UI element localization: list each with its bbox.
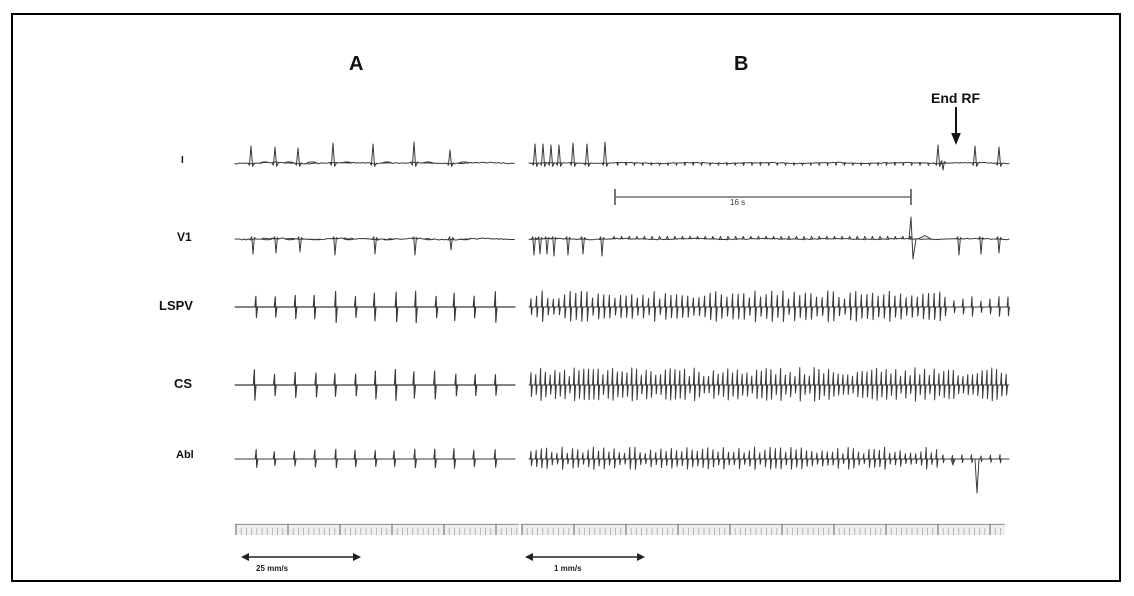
lead-label-abl: Abl: [176, 449, 194, 461]
sweep-speed-label-panel-a: 25 mm/s: [256, 564, 289, 573]
lead-label-i: I: [181, 155, 184, 166]
sweep-speed-label-panel-b: 1 mm/s: [554, 564, 582, 573]
time-ruler-panel-b: [521, 523, 1005, 535]
panel-label-b: B: [734, 53, 749, 75]
time-ruler-panel-a: [235, 523, 519, 535]
end-rf-arrow-icon: [951, 107, 961, 145]
lead-label-v1: V1: [177, 230, 192, 244]
time-scale-bar-label: 16 s: [730, 198, 746, 207]
figure-border: A B I V1 LSPV CS Abl End RF 16 s 25 mm/s: [11, 13, 1121, 582]
sweep-speed-bar-panel-b: [525, 553, 645, 561]
ecg-traces-group: [234, 141, 1010, 494]
sweep-speed-bar-panel-a: [241, 553, 361, 561]
panel-label-a: A: [349, 53, 364, 75]
lead-label-lspv: LSPV: [159, 298, 193, 313]
lead-label-cs: CS: [174, 376, 193, 391]
end-rf-label: End RF: [931, 90, 980, 106]
time-scale-bar-panel-b: [614, 189, 912, 205]
